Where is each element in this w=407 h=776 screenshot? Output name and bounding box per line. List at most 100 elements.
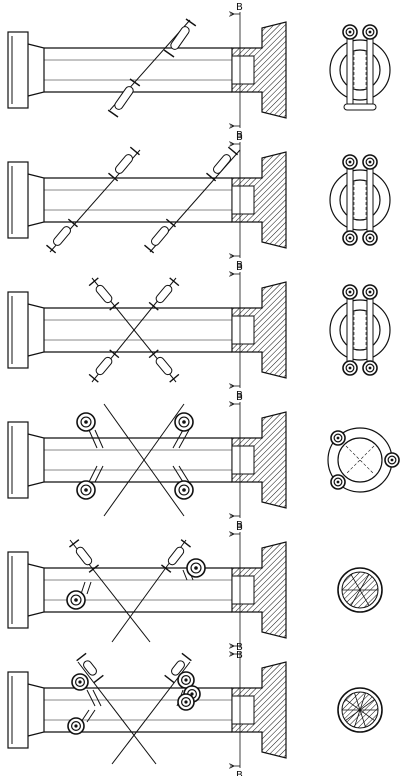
bolt-body [114,86,134,110]
left-flange [7,291,29,369]
row-4: BB [7,392,400,531]
bolt-end [88,373,99,383]
bolt-end [88,277,99,287]
bolt-head-center [190,692,194,696]
end-lattice [342,574,378,606]
right-flange-section [231,151,287,249]
bolt-end [165,218,176,228]
bolt-end [107,109,119,118]
bolt-head-center [348,236,352,240]
flange-bore [231,695,255,725]
flange-bore [231,575,255,605]
bolt-head-center [336,480,340,484]
bolt-end [180,539,192,548]
bolt-body [83,660,97,676]
bolt-shank [172,429,184,449]
bolt-head-center [368,30,372,34]
section-label-top: B [236,522,243,533]
bolt [163,18,197,58]
bolt-body [75,546,93,566]
left-hub [27,563,45,617]
bolt-head-center [78,680,82,684]
bolt-head-ring [345,363,355,373]
bolt-end [76,652,87,662]
bolt-head-ring [178,416,190,428]
left-hub [27,303,45,357]
end-pipe [339,309,381,351]
bolt-head-center [368,236,372,240]
bolt-axis [103,403,185,517]
bolt-end [67,218,78,228]
bolt-head-ring [70,720,81,731]
bolt-body [151,226,169,246]
bolt-head-ring [178,484,190,496]
end-outer-ring [329,169,391,231]
bolt-head-center [336,436,340,440]
bolt-shank [182,569,188,581]
end-lattice [342,692,378,728]
left-hub [27,683,45,737]
end-dash [345,445,375,475]
bolt-end [148,301,159,311]
clamp-rod [346,33,354,107]
bolt-end [185,18,197,27]
right-flange-section [231,281,287,379]
bolt-head-ring [365,233,375,243]
bolt-axis [111,661,191,765]
left-hub [27,43,45,97]
bolt-head-ring [365,287,375,297]
left-hub [27,433,45,487]
left-flange [7,31,29,109]
bolt-shank [88,465,98,483]
bolt-body [167,546,185,566]
bolt [108,146,140,182]
bolt-head-ring [365,363,375,373]
row-6: BB [7,642,383,776]
row-2: BB [7,132,391,271]
bolt [88,277,120,311]
section-label-bottom: B [236,130,243,141]
lattice-line [345,699,375,721]
bolt [148,277,180,311]
bolt [148,349,180,383]
bolt-shank [178,429,190,449]
end-pipe [339,49,381,91]
clamp-bar [343,103,377,111]
bolt-head-center [184,700,188,704]
bolt-head-ring [190,562,202,574]
left-flange [7,671,29,749]
bolt-end [169,373,180,383]
bolt [107,78,141,118]
bolt-end [181,652,192,662]
bolt-head-center [182,488,186,492]
bolt-head-ring [181,696,192,707]
bolt-end [206,172,217,182]
bolt-end [46,244,57,254]
bolt [68,539,100,573]
left-flange [7,161,29,239]
bolt-end [160,564,172,573]
bolt-end [164,674,175,684]
bolt-end [108,172,119,182]
bolt-head-ring [80,484,92,496]
bolt-end [169,277,180,287]
bolt-head-ring [333,477,343,487]
bolt-head-ring [387,455,397,465]
bolt-end [129,146,140,156]
bolt-head-ring [365,157,375,167]
bolt [160,539,192,573]
clamp-rod [366,33,374,107]
bolt-head-center [84,420,88,424]
bolt-head-center [182,420,186,424]
section-label-bottom: B [236,650,243,661]
bolt-body [171,660,185,676]
bolt-end [109,301,120,311]
end-outer-ring [329,299,391,361]
bolt-end [144,244,155,254]
section-label-bottom: B [236,770,243,776]
bolt-body [95,356,113,376]
section-label-top: B [236,642,243,653]
bolt-head-ring [345,157,355,167]
bolt-shank [172,465,184,483]
clamp-rod [346,163,354,237]
